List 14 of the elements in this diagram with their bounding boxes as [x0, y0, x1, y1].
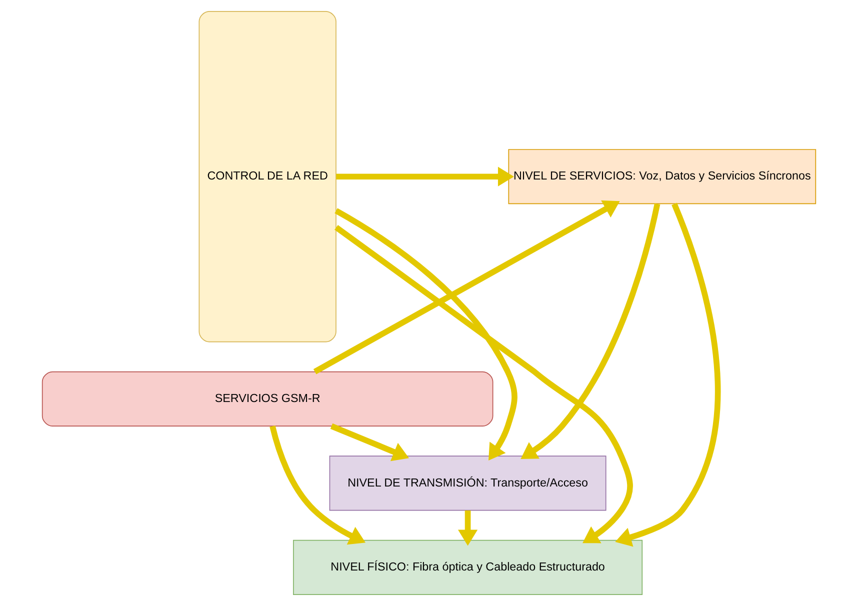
arrow — [520, 203, 660, 459]
node-box: NIVEL DE SERVICIOS: Voz, Datos y Servicios Síncronos — [508, 149, 816, 204]
node-box: SERVICIOS GSM-R — [42, 371, 494, 426]
arrow — [270, 426, 366, 545]
arrow — [330, 423, 409, 462]
arrow — [458, 510, 478, 546]
node-box: NIVEL FÍSICO: Fibra óptica y Cableado Estructurado — [293, 540, 643, 595]
arrow — [336, 166, 514, 186]
arrow — [334, 225, 633, 544]
node-box: CONTROL DE LA RED — [198, 11, 336, 342]
arrow — [313, 200, 620, 374]
arrow — [615, 202, 720, 547]
arrow — [334, 208, 518, 460]
node-box: NIVEL DE TRANSMISIÓN: Transporte/Acceso — [329, 456, 606, 511]
